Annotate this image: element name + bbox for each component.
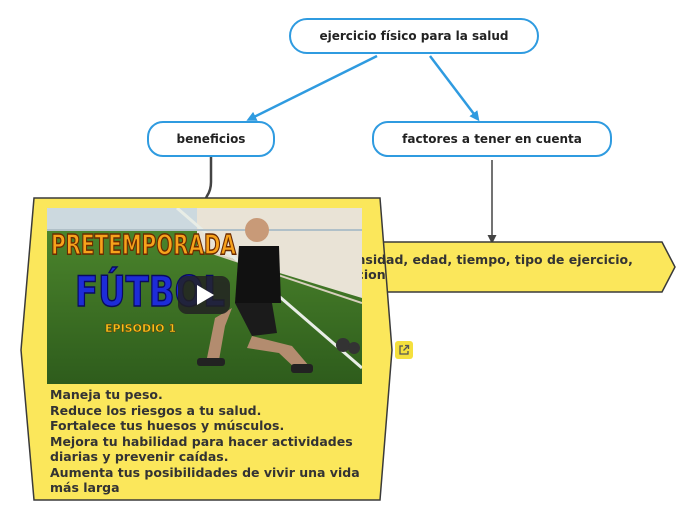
factors-node-label: factores a tener en cuenta [402, 132, 582, 146]
root-to-factors-arrow [429, 55, 480, 122]
benefits-connector [203, 157, 213, 201]
list-item: Aumenta tus posibilidades de vivir una v… [50, 464, 360, 496]
video-title-line1: PRETEMPORADA [51, 228, 236, 261]
athlete-figure [197, 218, 360, 373]
factors-node[interactable]: factores a tener en cuenta [372, 121, 612, 157]
list-item: Mejora tu habilidad para hacer actividad… [50, 433, 353, 465]
root-node[interactable]: ejercicio físico para la salud [289, 18, 539, 54]
video-thumbnail[interactable]: PRETEMPORADA FÚTBOL EPISODIO 1 [47, 208, 362, 384]
play-icon[interactable] [178, 276, 230, 314]
external-link-button[interactable] [395, 341, 413, 359]
factors-topic-text: ensidad, edad, tiempo, tipo de ejercicio… [348, 252, 633, 282]
benefits-node-label: beneficios [176, 132, 246, 146]
video-episode-label: EPISODIO 1 [105, 322, 176, 335]
external-link-icon [399, 344, 410, 355]
list-item: Maneja tu peso. [50, 387, 163, 402]
list-item: Fortalece tus huesos y músculos. [50, 418, 285, 433]
root-node-label: ejercicio físico para la salud [319, 29, 509, 43]
benefits-list: Maneja tu peso. Reduce los riesgos a tu … [50, 387, 370, 496]
root-to-benefits-arrow [246, 54, 378, 121]
benefits-node[interactable]: beneficios [147, 121, 275, 157]
list-item: Reduce los riesgos a tu salud. [50, 402, 262, 418]
